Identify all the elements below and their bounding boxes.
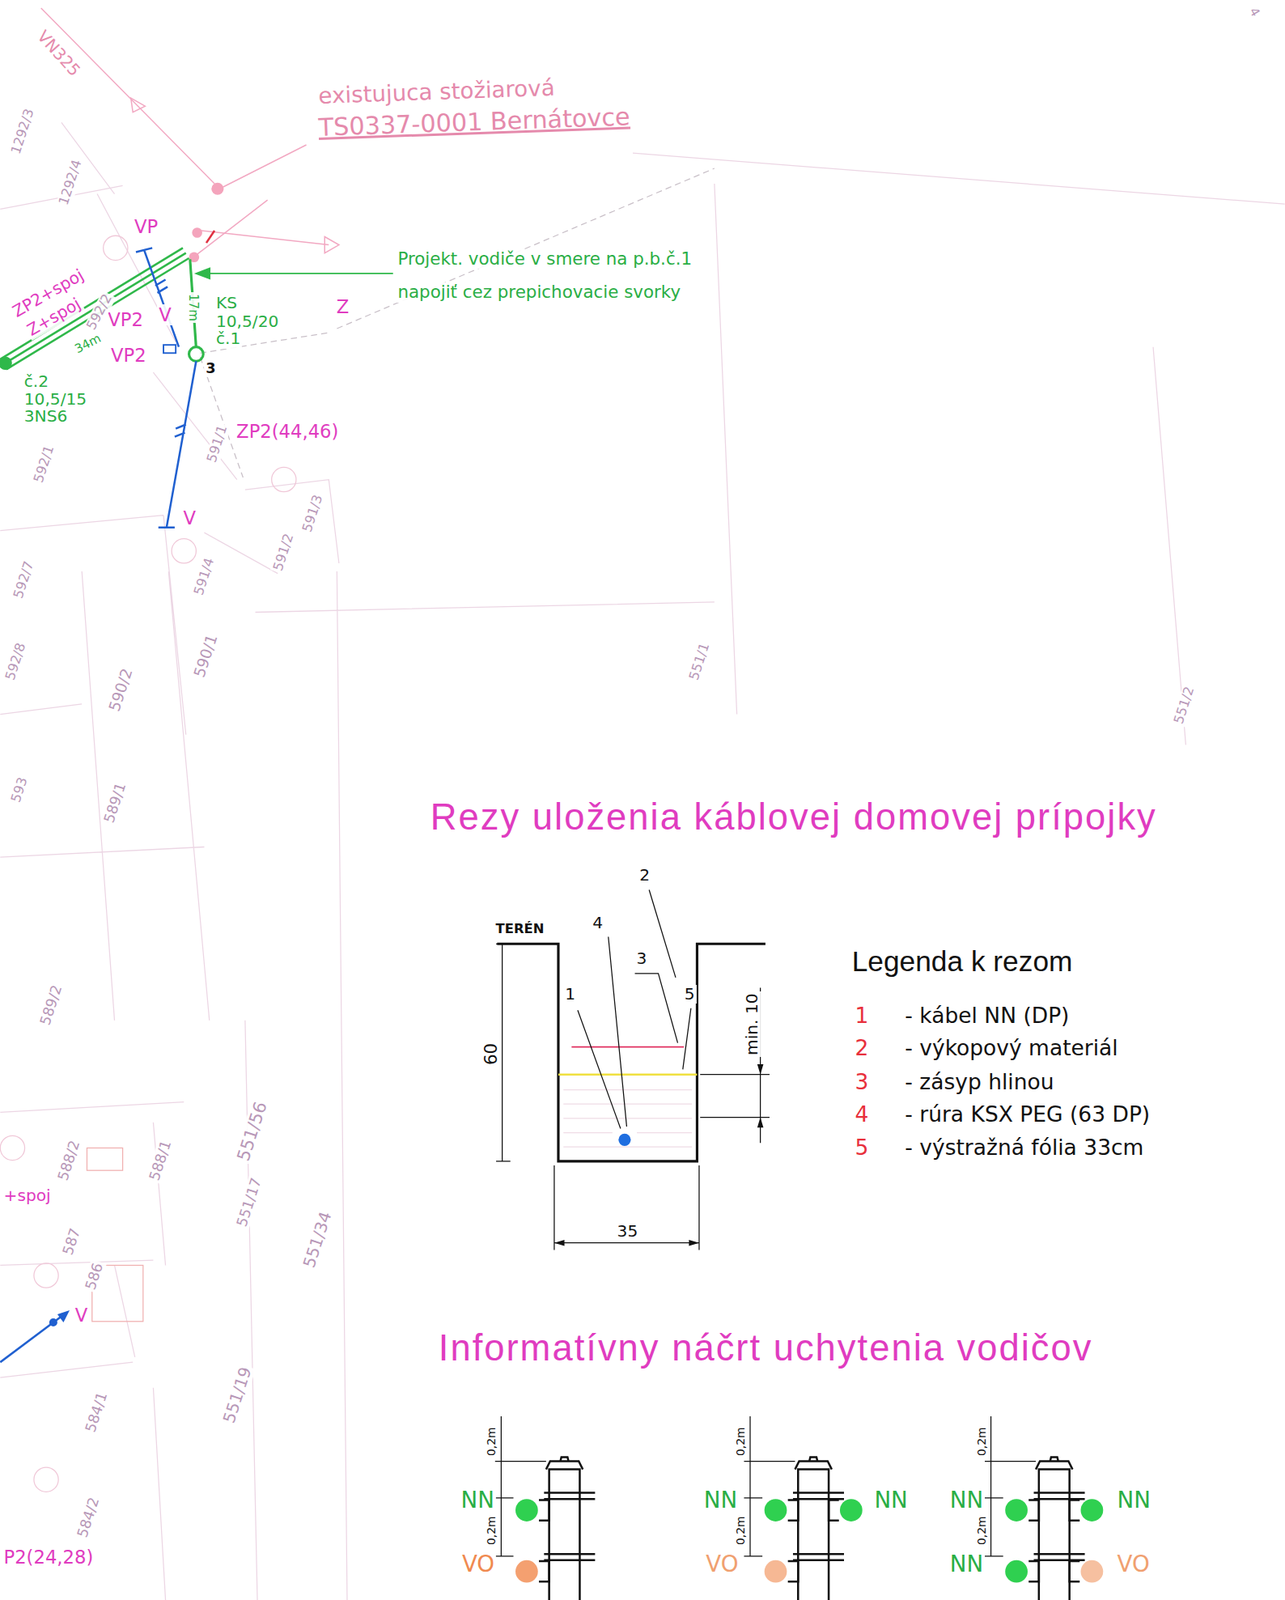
pole-label: č.1 bbox=[214, 329, 242, 348]
parcel-number: 551/56 bbox=[233, 1097, 272, 1165]
legend-heading: Legenda k rezom bbox=[850, 945, 1075, 979]
line-marker: V bbox=[156, 304, 174, 326]
dimension: 0,2m bbox=[733, 1514, 747, 1547]
line-marker: VP2 bbox=[106, 309, 145, 331]
green-lines bbox=[0, 247, 394, 369]
hv-lines bbox=[41, 8, 340, 255]
conductors bbox=[515, 1498, 1103, 1582]
legend-text: - výstražná fólia 33cm bbox=[903, 1135, 1146, 1160]
legend-number: 4 bbox=[853, 1102, 871, 1127]
length-label: 34m bbox=[71, 330, 106, 358]
line-marker: +spoj bbox=[2, 1186, 53, 1205]
parcel-number: 551/19 bbox=[219, 1362, 256, 1427]
parcel-number: 584/2 bbox=[73, 1493, 103, 1542]
line-marker: VP bbox=[132, 216, 160, 238]
parcel-number: 588/2 bbox=[54, 1136, 84, 1185]
conductor-label: NN bbox=[948, 1551, 985, 1578]
note-text: napojiť cez prepichovacie svorky bbox=[395, 282, 683, 303]
parcel-number: 588/1 bbox=[145, 1136, 175, 1185]
dimension: 35 bbox=[615, 1221, 641, 1241]
parcel-number: 587 bbox=[59, 1224, 85, 1259]
callout-number: 1 bbox=[563, 984, 577, 1004]
line-marker: V bbox=[73, 1304, 90, 1326]
parcel-number: 551/1 bbox=[686, 639, 714, 684]
callout-number: 4 bbox=[590, 913, 605, 933]
parcel-number: 551/17 bbox=[233, 1174, 266, 1230]
drawing-title: Rezy uloženia káblovej domovej prípojky bbox=[428, 796, 1159, 839]
parcel-number: 592/8 bbox=[2, 639, 30, 684]
point-number: 3 bbox=[203, 360, 217, 377]
pole-label: č.2 bbox=[22, 372, 51, 391]
parcel-number: 589/1 bbox=[100, 779, 130, 827]
poles bbox=[538, 1456, 1086, 1600]
line-marker: V bbox=[182, 507, 199, 529]
dimension: 0,2m bbox=[484, 1425, 498, 1459]
ground-label: TERÉN bbox=[494, 921, 547, 938]
section-heading: Informatívny náčrt uchytenia vodičov bbox=[436, 1327, 1095, 1370]
pole-label: 3NS6 bbox=[22, 407, 70, 426]
parcel-number: 589/2 bbox=[36, 981, 66, 1030]
trench-section bbox=[496, 889, 770, 1250]
sheet-mark: 4 bbox=[1245, 4, 1264, 21]
blue-lines bbox=[0, 247, 196, 1362]
parcel-number: 592/7 bbox=[10, 557, 39, 603]
legend-text: - rúra KSX PEG (63 DP) bbox=[903, 1102, 1152, 1127]
dimension: 60 bbox=[481, 1041, 502, 1067]
parcel-number: 592/1 bbox=[30, 442, 59, 488]
conductor-label: VO bbox=[1115, 1551, 1152, 1578]
parcel-number: 551/34 bbox=[299, 1208, 336, 1273]
pole-label: 10,5/20 bbox=[214, 312, 280, 331]
conductor-label: NN bbox=[872, 1487, 909, 1514]
parcel-number: 593 bbox=[8, 774, 32, 806]
note-text: Projekt. vodiče v smere na p.b.č.1 bbox=[395, 249, 694, 270]
conductor-label: NN bbox=[948, 1487, 985, 1514]
conductor-label: NN bbox=[1115, 1487, 1153, 1514]
length-label: 17m bbox=[186, 292, 200, 323]
pole-label: KS bbox=[214, 293, 239, 313]
callout-number: 3 bbox=[635, 949, 649, 968]
parcel-number: 591/4 bbox=[190, 554, 219, 599]
parcel-boundaries bbox=[0, 122, 1285, 1600]
line-name: VN325 bbox=[32, 25, 85, 82]
conductor-label: VO bbox=[460, 1551, 497, 1578]
parcel-number: 590/2 bbox=[105, 664, 137, 715]
conductor-label: NN bbox=[702, 1487, 739, 1514]
legend-number: 2 bbox=[853, 1035, 871, 1061]
dimension: 0,2m bbox=[975, 1514, 989, 1547]
line-marker: Z bbox=[335, 296, 352, 318]
pole-label: 10,5/15 bbox=[22, 390, 89, 409]
line-marker: P2(24,28) bbox=[2, 1546, 96, 1568]
dimension: min. 10 bbox=[742, 991, 762, 1057]
parcel-number: 591/1 bbox=[203, 421, 232, 467]
legend-text: - výkopový materiál bbox=[903, 1035, 1120, 1061]
parcel-number: 1292/3 bbox=[8, 106, 39, 158]
parcel-number: 591/2 bbox=[270, 530, 298, 575]
legend-number: 1 bbox=[853, 1003, 871, 1028]
dimension: 0,2m bbox=[484, 1514, 498, 1547]
dimension: 0,2m bbox=[733, 1425, 747, 1459]
dimension: 0,2m bbox=[975, 1425, 989, 1459]
dashed-lines bbox=[199, 168, 714, 478]
parcel-number: 591/3 bbox=[299, 491, 327, 536]
legend-number: 3 bbox=[853, 1069, 871, 1095]
legend-text: - kábel NN (DP) bbox=[903, 1003, 1071, 1028]
parcel-number: 551/2 bbox=[1170, 682, 1199, 728]
parcel-number: 1292/4 bbox=[55, 156, 86, 209]
station-label: existujuca stožiarová bbox=[316, 75, 557, 110]
pole-dimensions bbox=[495, 1416, 1036, 1557]
legend-text: - zásyp hlinou bbox=[903, 1069, 1056, 1095]
parcel-number: 590/1 bbox=[190, 630, 222, 681]
line-marker: ZP2(44,46) bbox=[234, 420, 340, 442]
parcel-number: 586 bbox=[81, 1259, 107, 1294]
parcel-number: 584/1 bbox=[81, 1388, 111, 1437]
conductor-label: VO bbox=[703, 1551, 740, 1578]
station-label: TS0337-0001 Bernátovce bbox=[316, 103, 632, 143]
line-marker: VP2 bbox=[109, 344, 149, 366]
hv-poles bbox=[189, 182, 225, 263]
conductor-label: NN bbox=[459, 1487, 497, 1514]
callout-number: 5 bbox=[682, 984, 697, 1004]
legend-number: 5 bbox=[853, 1135, 871, 1160]
callout-number: 2 bbox=[637, 865, 652, 885]
